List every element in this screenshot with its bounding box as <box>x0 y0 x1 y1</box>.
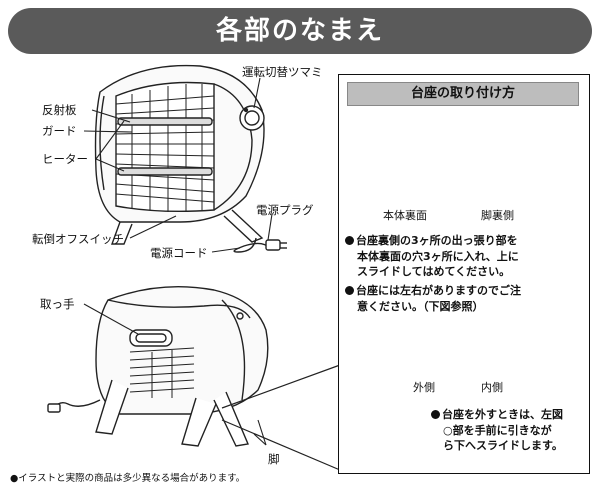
label-leg-back: 脚裏側 <box>481 209 514 222</box>
heater-front-illustration <box>94 64 287 253</box>
label-heater: ヒーター <box>42 152 88 166</box>
label-tip-switch: 転倒オフスイッチ <box>32 232 124 246</box>
heater-back-illustration <box>47 285 269 447</box>
label-mode-knob: 運転切替ツマミ <box>242 65 323 79</box>
page-title: 各部のなまえ <box>8 8 592 54</box>
label-power-cord: 電源コード <box>150 246 208 260</box>
stand-attachment-panel: 台座の取り付け方 本体裏面 脚裏側 台座裏側の3ヶ所の出っ張り部を 本体裏面の穴… <box>338 74 590 474</box>
label-power-plug: 電源プラグ <box>256 203 314 217</box>
label-reflector: 反射板 <box>42 103 77 117</box>
label-inner: 内側 <box>481 381 503 394</box>
step1-text: 台座裏側の3ヶ所の出っ張り部を 本体裏面の穴3ヶ所に入れ、上に スライドしてはめ… <box>345 233 519 280</box>
step3-text: 台座を外すときは、左図 ○部を手前に引きなが ら下へスライドします。 <box>431 407 563 454</box>
label-outer: 外側 <box>413 381 435 394</box>
label-handle: 取っ手 <box>40 297 75 311</box>
label-guard: ガード <box>42 124 77 138</box>
label-body-back: 本体裏面 <box>383 209 427 222</box>
panel-header: 台座の取り付け方 <box>347 82 579 106</box>
footnote: ●イラストと実際の商品は多少異なる場合があります。 <box>10 473 246 484</box>
label-leg: 脚 <box>268 452 280 466</box>
step2-text: 台座には左右がありますのでご注 意ください。（下図参照） <box>345 283 521 314</box>
